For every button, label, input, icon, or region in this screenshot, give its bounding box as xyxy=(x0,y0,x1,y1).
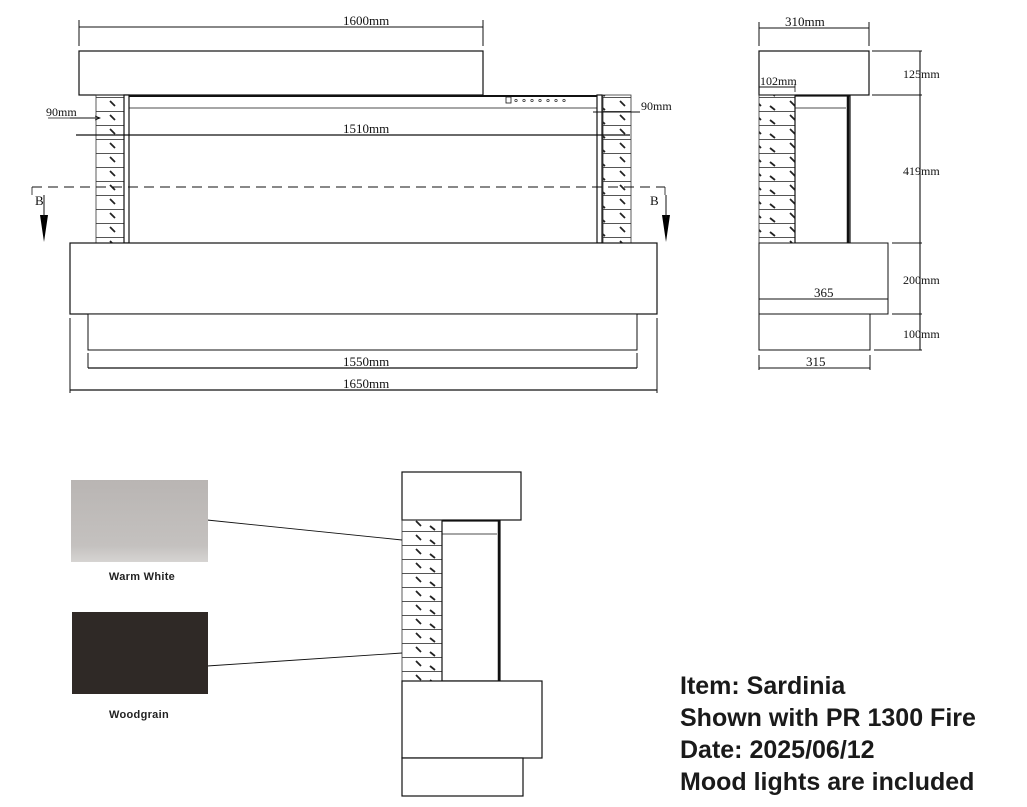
dim-side-base-depth: 365 xyxy=(814,285,834,300)
finish-diagram xyxy=(206,471,543,797)
front-view xyxy=(31,20,670,393)
dim-side-opening-height: 419mm xyxy=(903,164,940,178)
dim-side-pillar-depth: 102mm xyxy=(760,74,797,88)
dim-left-pillar: 90mm xyxy=(46,105,77,119)
dim-plinth-width: 1550mm xyxy=(343,354,389,369)
dim-opening-width: 1510mm xyxy=(343,121,389,136)
product-info: Item: Sardinia Shown with PR 1300 Fire D… xyxy=(680,670,976,798)
swatch-warm-white xyxy=(71,480,208,562)
info-note: Mood lights are included xyxy=(680,768,975,796)
swatch-woodgrain xyxy=(72,612,208,694)
dim-base-width: 1650mm xyxy=(343,376,389,391)
dim-side-plinth-height: 100mm xyxy=(903,327,940,341)
swatch-label-warm-white: Warm White xyxy=(108,571,176,583)
dim-side-top-depth: 310mm xyxy=(785,14,825,29)
side-view xyxy=(758,22,922,370)
dim-top-width: 1600mm xyxy=(343,13,389,28)
dim-side-top-height: 125mm xyxy=(903,67,940,81)
section-marker-left: B xyxy=(35,193,44,208)
info-shown-with: Shown with PR 1300 Fire xyxy=(680,704,976,732)
info-date: Date: 2025/06/12 xyxy=(680,736,875,764)
swatch-label-woodgrain: Woodgrain xyxy=(109,709,169,721)
dim-side-base-height: 200mm xyxy=(903,273,940,287)
dim-right-pillar: 90mm xyxy=(641,99,672,113)
section-marker-right: B xyxy=(650,193,659,208)
dim-side-plinth-depth: 315 xyxy=(806,354,826,369)
info-item: Item: Sardinia xyxy=(680,672,846,700)
